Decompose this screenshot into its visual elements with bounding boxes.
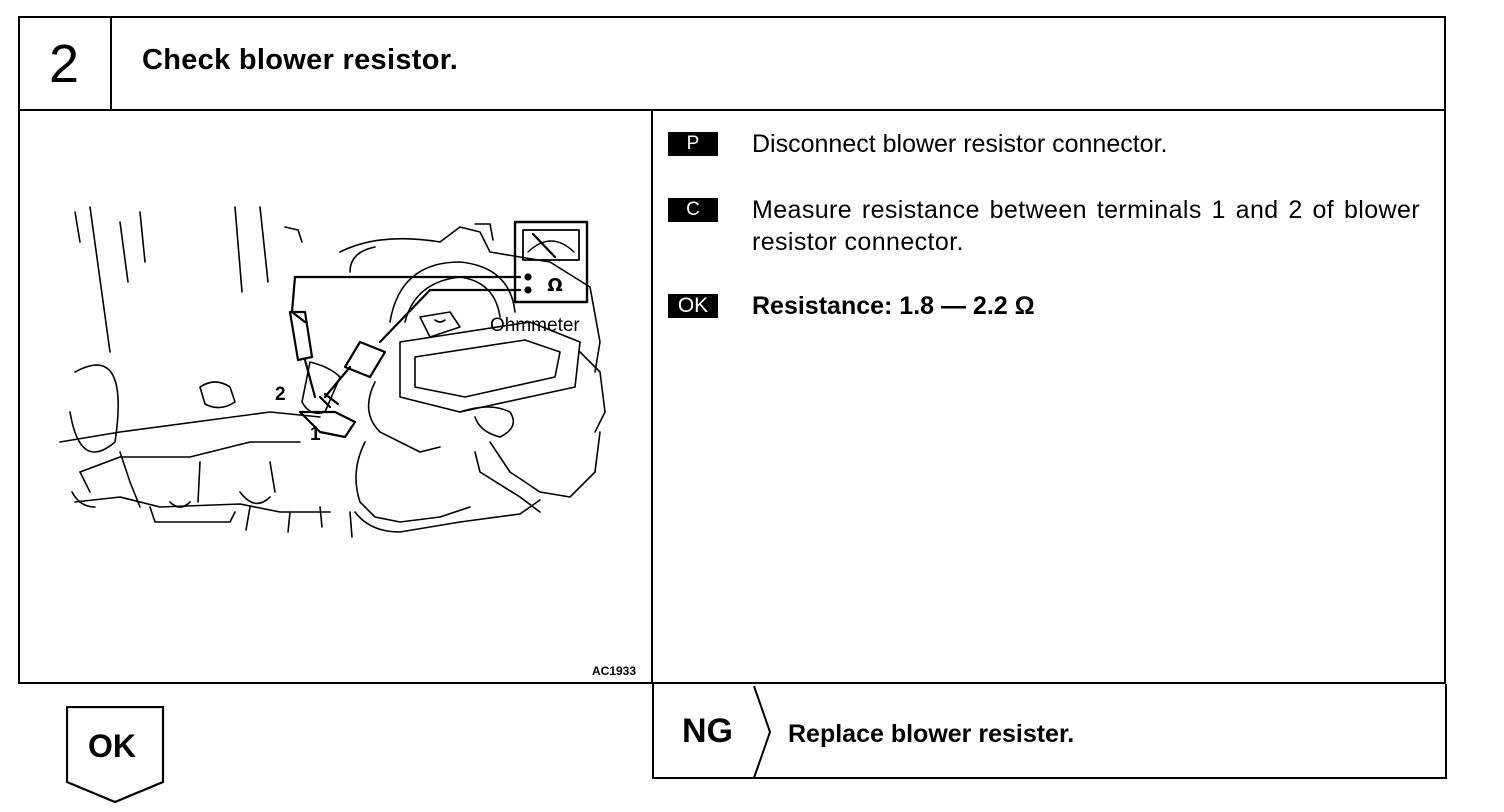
header-divider xyxy=(18,109,1446,111)
check-tag: C xyxy=(668,198,718,222)
step-frame xyxy=(18,16,1446,684)
column-divider xyxy=(651,110,653,684)
ohmmeter-label: Ohmmeter xyxy=(490,315,580,336)
instruction-p-row: P xyxy=(668,132,718,156)
blower-resistor-illustration: Ω Ohmmeter 2 1 xyxy=(59,206,606,538)
ng-result-box xyxy=(652,684,1447,779)
ok-arrow-box xyxy=(66,706,165,804)
terminal-1-label: 1 xyxy=(310,424,321,445)
ok-spec-tag: OK xyxy=(668,294,718,318)
step-number: 2 xyxy=(18,16,112,111)
chevron-right-icon xyxy=(753,686,772,778)
instruction-p-text: Disconnect blower resistor connector. xyxy=(752,130,1168,158)
figure-code: AC1933 xyxy=(592,664,637,678)
ng-label: NG xyxy=(682,712,733,750)
resistance-spec: Resistance: 1.8 — 2.2 Ω xyxy=(752,292,1035,320)
instruction-c-row: C xyxy=(668,198,718,222)
terminal-2-label: 2 xyxy=(275,384,286,405)
procedure-tag: P xyxy=(668,132,718,156)
ok-label: OK xyxy=(88,728,136,764)
step-title: Check blower resistor. xyxy=(142,44,459,76)
instruction-c-text: Measure resistance between terminals 1 a… xyxy=(752,196,1420,256)
ng-action-text: Replace blower resister. xyxy=(788,720,1075,748)
ohm-symbol-label: Ω xyxy=(547,275,562,296)
instruction-ok-row: OK xyxy=(668,294,718,318)
